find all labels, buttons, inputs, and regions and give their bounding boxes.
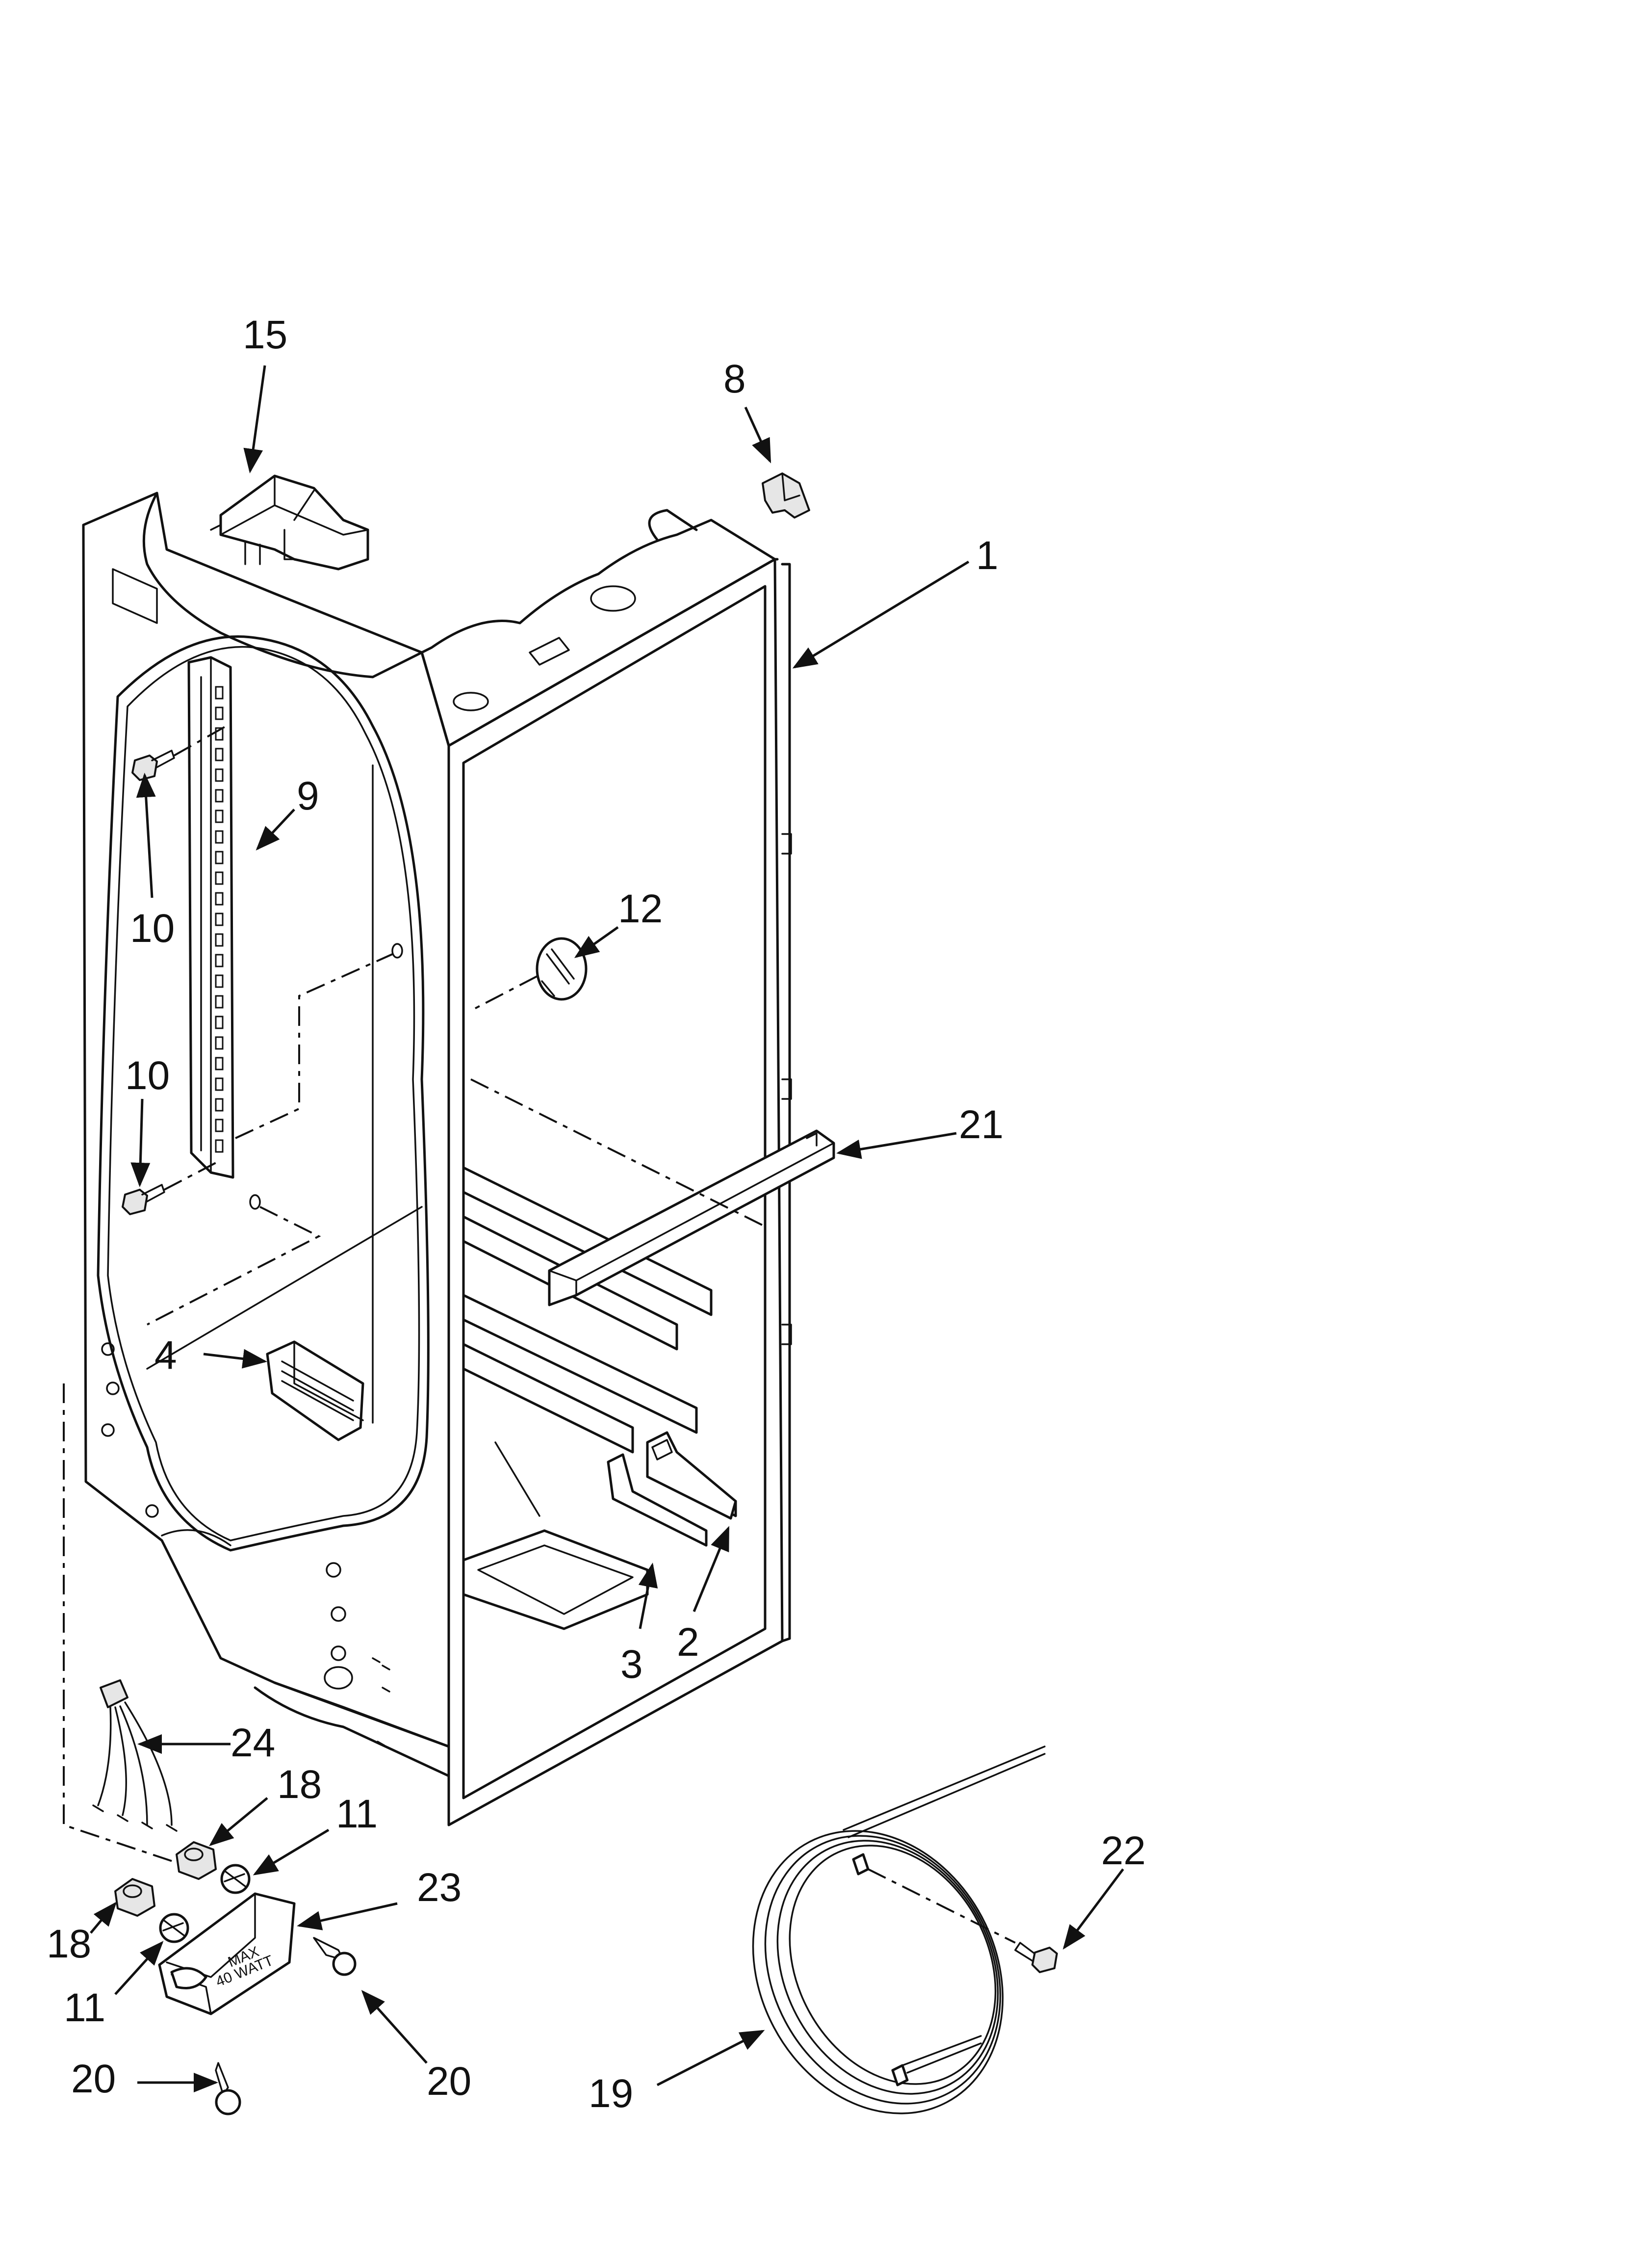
ladder-slot xyxy=(215,1119,224,1132)
part-10-screw-lower xyxy=(122,1184,165,1215)
ladder-slot xyxy=(215,871,224,885)
part-2-bracket xyxy=(646,1431,737,1520)
ladder-slot xyxy=(215,995,224,1009)
ladder-slot xyxy=(215,1098,224,1112)
part-9-shelf-ladder xyxy=(187,656,234,1179)
ladder-slot xyxy=(215,1016,224,1029)
part-22-screw xyxy=(1014,1942,1058,1973)
knob-leader xyxy=(470,975,538,1012)
part-12-knob xyxy=(536,937,588,1001)
callout-12: 12 xyxy=(618,886,663,931)
part-19-coiled-tube xyxy=(752,1746,1046,2114)
ladder-slot xyxy=(215,851,224,864)
ladder-slot xyxy=(215,727,224,741)
ladder-slot xyxy=(215,1036,224,1050)
callout-10-lower: 10 xyxy=(125,1053,170,1098)
callout-1: 1 xyxy=(976,533,999,578)
ladder-slot xyxy=(215,686,224,700)
callout-11-lower: 11 xyxy=(64,1985,105,2030)
part-21-crossbar xyxy=(548,1129,835,1306)
callout-19: 19 xyxy=(589,2071,633,2116)
screw-leader-upper xyxy=(174,723,231,756)
callout-15: 15 xyxy=(243,313,287,357)
ladder-slot xyxy=(215,1077,224,1091)
ladder-slot xyxy=(215,1139,224,1153)
part-11-bulb-lower xyxy=(159,1913,189,1943)
callout-24: 24 xyxy=(231,1721,275,1765)
callout-8: 8 xyxy=(723,357,746,401)
callout-11-upper: 11 xyxy=(336,1792,378,1836)
callout-4: 4 xyxy=(154,1333,177,1378)
part-23-light-housing: MAX 40 WATT xyxy=(158,1892,296,2015)
ladder-slot xyxy=(215,830,224,844)
ladder-slot xyxy=(215,912,224,926)
part-11-bulb-upper xyxy=(220,1864,251,1894)
callout-22: 22 xyxy=(1101,1828,1146,1873)
callout-labels: 15 8 1 9 10 12 10 21 4 3 2 24 18 11 23 2… xyxy=(47,313,1146,2116)
part-18-socket-lower xyxy=(114,1878,155,1917)
callout-20-lower: 20 xyxy=(71,2057,116,2101)
part-18-socket-upper xyxy=(176,1841,217,1880)
part-15-control-housing xyxy=(210,474,369,571)
part-3-bracket xyxy=(607,1453,708,1547)
ladder-slot xyxy=(215,789,224,803)
callout-23: 23 xyxy=(417,1865,462,1910)
part-20-pin-right xyxy=(313,1937,357,1976)
ladder-slot xyxy=(215,1057,224,1070)
callout-3: 3 xyxy=(620,1642,643,1687)
ladder-mount-leader-2 xyxy=(147,1206,321,1326)
callout-9: 9 xyxy=(297,774,319,818)
part-4-vent-grille xyxy=(266,1340,364,1441)
ladder-mount-leader xyxy=(235,953,393,1139)
part-10-screw-upper xyxy=(131,750,175,781)
ladder-slot xyxy=(215,974,224,988)
part-20-pin-lower xyxy=(215,2062,241,2115)
ladder-slot xyxy=(215,768,224,782)
ladder-slot xyxy=(215,809,224,823)
callout-10-upper: 10 xyxy=(130,906,175,951)
ladder-slot xyxy=(215,706,224,720)
callout-2: 2 xyxy=(677,1620,699,1665)
part-8-clip xyxy=(762,472,810,519)
callout-18-upper: 18 xyxy=(277,1762,322,1807)
callout-21: 21 xyxy=(959,1102,1003,1147)
callout-20-right: 20 xyxy=(427,2059,471,2104)
tube-leader xyxy=(868,1868,1016,1944)
screw-leader-lower xyxy=(164,1159,221,1191)
leader-arrows xyxy=(90,365,1124,2092)
ladder-slot xyxy=(215,954,224,967)
ladder-slot xyxy=(215,933,224,947)
ladder-slot xyxy=(215,892,224,906)
ladder-slot xyxy=(215,748,224,761)
crossbar-leader xyxy=(470,1078,766,1227)
callout-18-lower: 18 xyxy=(47,1922,91,1966)
part-24-wire-harness xyxy=(92,1679,178,1832)
